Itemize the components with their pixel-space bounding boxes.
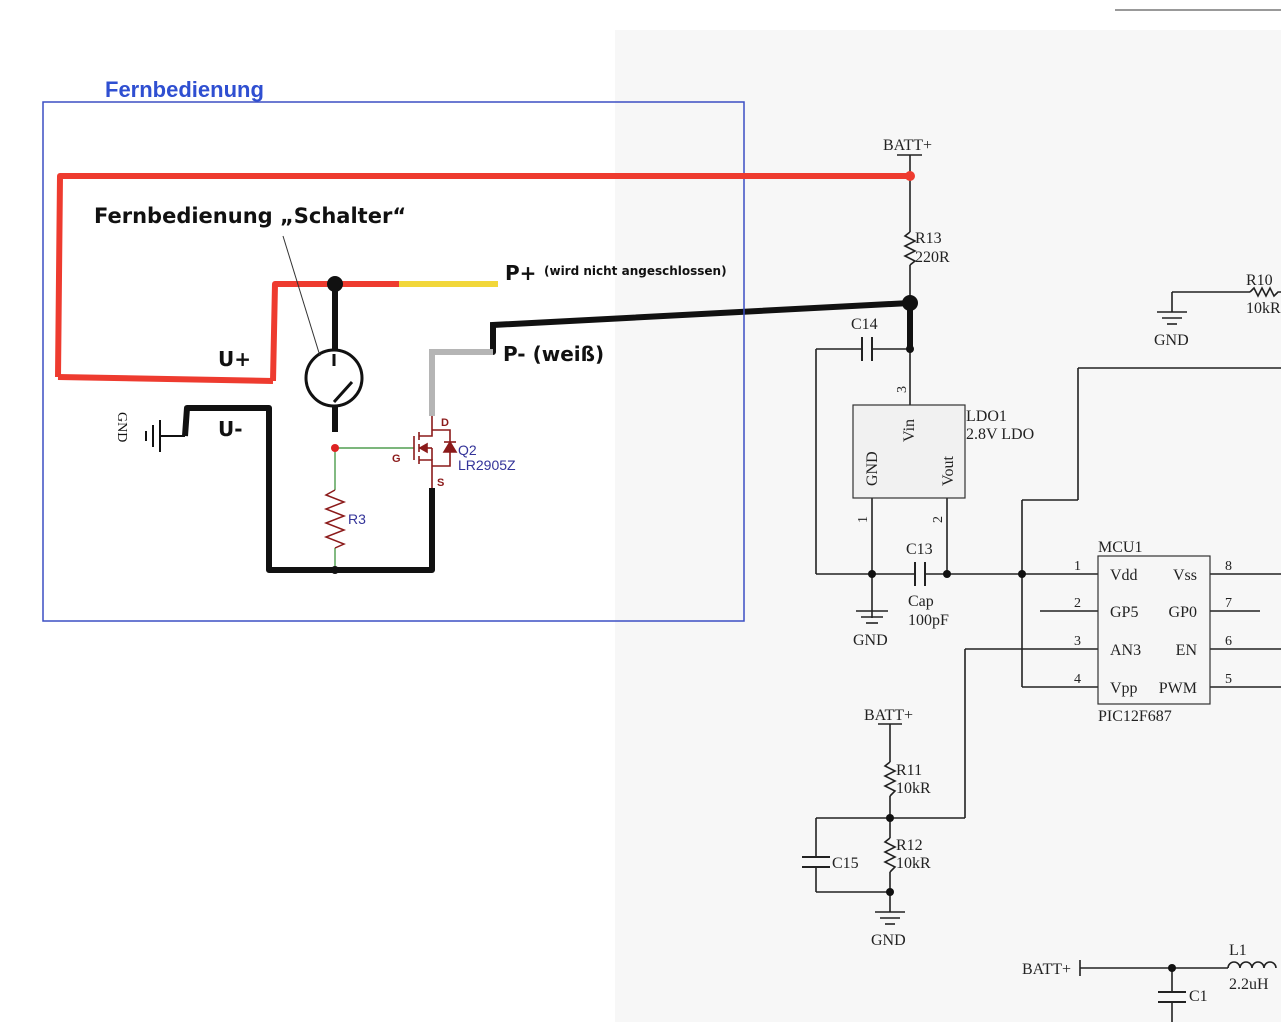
r10-value-label: 10kR [1246, 300, 1281, 317]
p-plus-note: (wird nicht angeschlossen) [544, 264, 727, 278]
c14-ref-label: C14 [851, 316, 878, 333]
r11-ref-label: R11 [896, 762, 922, 779]
r3-ref-label: R3 [348, 511, 366, 527]
mcu-pin-num-2: 2 [1074, 596, 1081, 611]
scan-background [615, 30, 1281, 1022]
mcu-pin-name-vss: Vss [1173, 567, 1197, 584]
r3-resistor [323, 489, 347, 549]
ldo-pin1-label: 1 [856, 516, 871, 523]
batt-plus-top-label: BATT+ [883, 137, 932, 154]
mcu-pin-num-7: 7 [1225, 596, 1232, 611]
ldo-pin3-label: 3 [895, 386, 910, 393]
ldo-vout-label: Vout [940, 456, 957, 486]
ldo-box [852, 404, 966, 499]
q2-ref-label: Q2 [458, 442, 477, 458]
u-plus-label: U+ [218, 347, 251, 371]
gate-node [331, 444, 339, 452]
r12-value-label: 10kR [896, 855, 931, 872]
gnd-left-label: GND [114, 412, 129, 442]
pin-s-label: S [437, 477, 444, 489]
q2-mosfet [413, 416, 458, 488]
mcu-pin-num-1: 1 [1074, 559, 1081, 574]
ldo-pin2-label: 2 [931, 516, 946, 523]
mcu-pin-name-gp0: GP0 [1169, 604, 1197, 621]
mcu-pin-num-6: 6 [1225, 634, 1232, 649]
mcu-pin-num-5: 5 [1225, 672, 1232, 687]
l1-value-label: 2.2uH [1229, 976, 1269, 993]
grey-wire [429, 349, 493, 416]
c15-ref-label: C15 [832, 855, 859, 872]
q2-value-label: LR2905Z [458, 457, 516, 473]
l1-ref-label: L1 [1229, 942, 1247, 959]
mcu-pin-name-gp5: GP5 [1110, 604, 1138, 621]
remote-title: Fernbedienung [105, 77, 264, 102]
ldo-value-label: 2.8V LDO [966, 426, 1034, 443]
r13-ref-label: R13 [915, 230, 942, 247]
switch-lever [332, 380, 354, 404]
batt-red-junction [905, 171, 915, 181]
switch-pointer-line [282, 235, 321, 357]
mcu-pin-name-pwm: PWM [1159, 680, 1197, 697]
remote-frame [42, 101, 745, 622]
c1-ref-label: C1 [1189, 988, 1208, 1005]
c13-ref-label: C13 [906, 541, 933, 558]
pin-g-label: G [392, 453, 401, 465]
mcu-pin-num-8: 8 [1225, 559, 1232, 574]
mcu-pin-num-4: 4 [1074, 672, 1081, 687]
mcu-part-label: PIC12F687 [1098, 708, 1172, 725]
mcu-pin-name-vpp: Vpp [1110, 680, 1138, 697]
switch-symbol [304, 348, 364, 408]
p-plus-label: P+ [505, 261, 536, 285]
gnd-divider-label: GND [871, 932, 906, 949]
mcu-pin-name-vdd: Vdd [1110, 567, 1138, 584]
ground-symbol-left [145, 420, 185, 452]
r10-ref-label: R10 [1246, 272, 1273, 289]
p-minus-label: P- (weiß) [503, 342, 604, 366]
ldo-ref-label: LDO1 [966, 408, 1007, 425]
r13-value-label: 220R [915, 249, 950, 266]
schematic-wires [815, 154, 1281, 1022]
mcu-ref-label: MCU1 [1098, 539, 1142, 556]
r3-bottom-node [331, 566, 339, 574]
batt-plus-bottom-label: BATT+ [1022, 961, 1071, 978]
c13-type-label: Cap [908, 593, 934, 610]
mcu-pin-name-an3: AN3 [1110, 642, 1141, 659]
pin-d-label: D [441, 417, 449, 429]
junction-dots [868, 295, 1176, 972]
mcu-box [1097, 555, 1211, 705]
c13-value-label: 100pF [908, 612, 949, 629]
mcu-pin-name-en: EN [1176, 642, 1198, 659]
switch-caption: Fernbedienung „Schalter“ [94, 204, 406, 228]
mcu-pin-num-3: 3 [1074, 634, 1081, 649]
ldo-gnd-label: GND [864, 451, 881, 486]
r11-value-label: 10kR [896, 780, 931, 797]
ldo-vin-label: Vin [901, 419, 918, 442]
red-wires [55, 173, 910, 384]
gnd-r10-label: GND [1154, 332, 1189, 349]
r12-ref-label: R12 [896, 837, 923, 854]
green-net [334, 447, 414, 570]
u-minus-label: U- [218, 417, 243, 441]
batt-plus-mid-label: BATT+ [864, 707, 913, 724]
gnd-ldo-label: GND [853, 632, 888, 649]
switch-top-node [327, 276, 343, 292]
capacitor-symbols [802, 337, 1186, 1003]
